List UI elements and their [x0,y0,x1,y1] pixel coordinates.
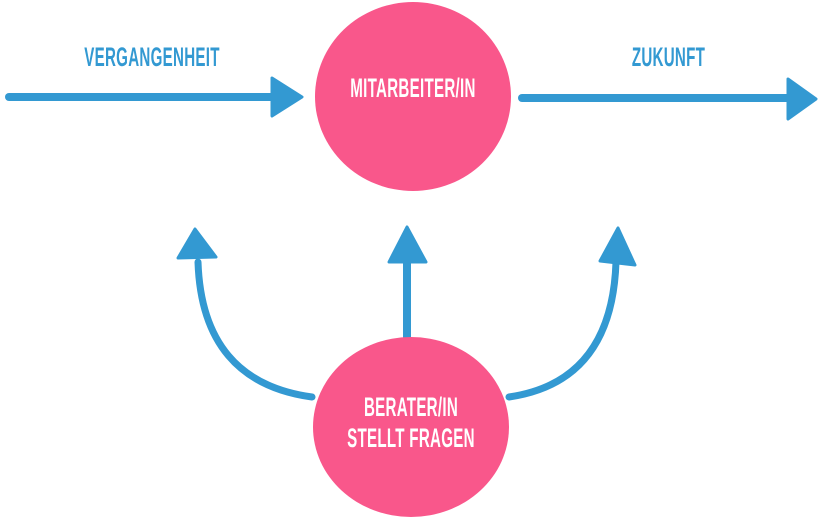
label-zukunft: ZUKUNFT [538,43,798,71]
curved-arrow-right-shaft [505,258,620,401]
label-vergangenheit-text: VERGANGENHEIT [84,42,220,72]
node-berater-label-line2: STELLT FRAGEN [347,423,475,453]
arrow-right-icon [270,76,304,118]
node-mitarbeiter-label: MITARBEITER/IN [350,73,476,103]
node-berater-label-line1: BERATER/IN [363,392,459,422]
arrow-up-icon [598,226,637,267]
node-mitarbeiter: MITARBEITER/IN [315,2,511,191]
curved-arrow-left-shaft [194,258,316,401]
label-zukunft-text: ZUKUNFT [631,42,705,72]
arrow-up-icon [387,225,428,264]
label-vergangenheit: VERGANGENHEIT [22,43,282,71]
arrow-up-icon [176,227,218,260]
node-berater: BERATER/IN STELLT FRAGEN [313,337,509,517]
arrow-right-icon [786,77,818,121]
